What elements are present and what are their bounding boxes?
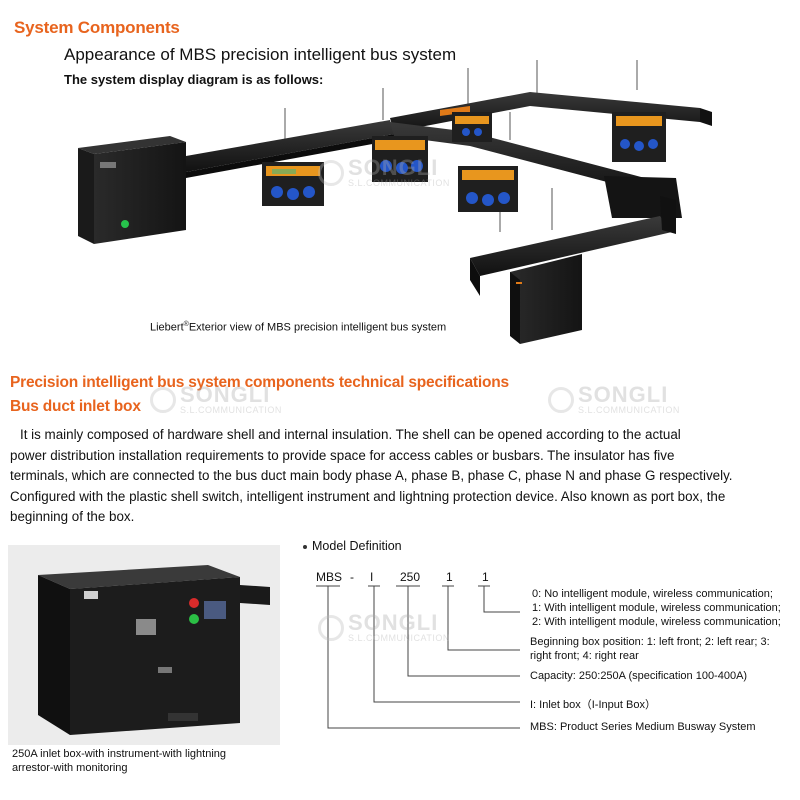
def-module-0: 0: No intelligent module, wireless commu…	[532, 588, 773, 600]
system-figure-caption: Liebert®Exterior view of MBS precision i…	[150, 321, 446, 334]
code-part-mbs: MBS	[316, 570, 343, 584]
busduct-left	[186, 120, 394, 172]
tap-off-box-2	[372, 136, 428, 182]
inlet-cabinet-2	[510, 254, 582, 344]
def-position-2: right front; 4: right rear	[530, 650, 639, 662]
watermark-logo-icon	[318, 614, 344, 641]
model-definition-title: Model Definition	[303, 539, 402, 553]
def-capacity: Capacity: 250:250A (specification 100-40…	[530, 670, 748, 682]
watermark-logo-icon	[548, 386, 574, 413]
product-caption-line: 250A inlet box-with instrument-with ligh…	[12, 748, 227, 760]
caption-registered-mark: ®	[183, 321, 189, 328]
code-part-position: 1	[446, 570, 453, 584]
def-position-1: Beginning box position: 1: left front; 2…	[530, 636, 770, 648]
watermark-logo-icon	[318, 159, 344, 186]
caption-brand: Liebert	[150, 321, 184, 334]
inlet-box-illustration	[38, 565, 270, 735]
def-module-2: 2: With intelligent module, wireless com…	[532, 616, 781, 628]
paragraph-line: Configured with the plastic shell switch…	[10, 488, 726, 504]
code-part-capacity: 250	[400, 570, 421, 584]
paragraph-line: power distribution installation requirem…	[10, 447, 675, 463]
specs-paragraph: It is mainly composed of hardware shell …	[10, 425, 795, 528]
busduct-right	[700, 108, 712, 126]
def-module-1: 1: With intelligent module, wireless com…	[532, 602, 781, 614]
system-diagram	[78, 60, 712, 344]
product-caption-line: arrestor-with monitoring	[12, 762, 128, 774]
paragraph-line: terminals, which are connected to the bu…	[10, 468, 733, 483]
busduct-top	[390, 92, 700, 132]
tap-off-box-5	[612, 112, 666, 162]
tap-off-box-4	[458, 166, 518, 212]
tap-off-box-3	[452, 112, 492, 142]
specs-title: Precision intelligent bus system compone…	[10, 374, 509, 391]
section-title: System Components	[14, 18, 180, 37]
paragraph-line: beginning of the box.	[10, 509, 135, 524]
figure-subtitle: Appearance of MBS precision intelligent …	[64, 45, 457, 64]
paragraph-line: It is mainly composed of hardware shell …	[20, 427, 681, 442]
def-mbs: MBS: Product Series Medium Busway System	[530, 721, 756, 733]
inlet-cabinet	[78, 136, 186, 244]
watermark-logo-icon	[150, 386, 176, 413]
busduct-front	[470, 216, 672, 276]
caption-text: Exterior view of MBS precision intellige…	[188, 321, 447, 334]
product-photo-panel	[8, 545, 280, 745]
bullet-dot	[303, 544, 307, 549]
specs-subtitle: Bus duct inlet box	[10, 398, 141, 415]
code-part-inlet: I	[370, 570, 374, 584]
def-inlet: I: Inlet box（I-Input Box）	[530, 699, 656, 711]
figure-intro: The system display diagram is as follows…	[64, 72, 324, 87]
tap-off-box-1	[262, 162, 324, 206]
code-part-dash: -	[350, 570, 354, 584]
code-part-module: 1	[482, 570, 489, 584]
product-caption: 250A inlet box-with instrument-with ligh…	[12, 747, 226, 775]
